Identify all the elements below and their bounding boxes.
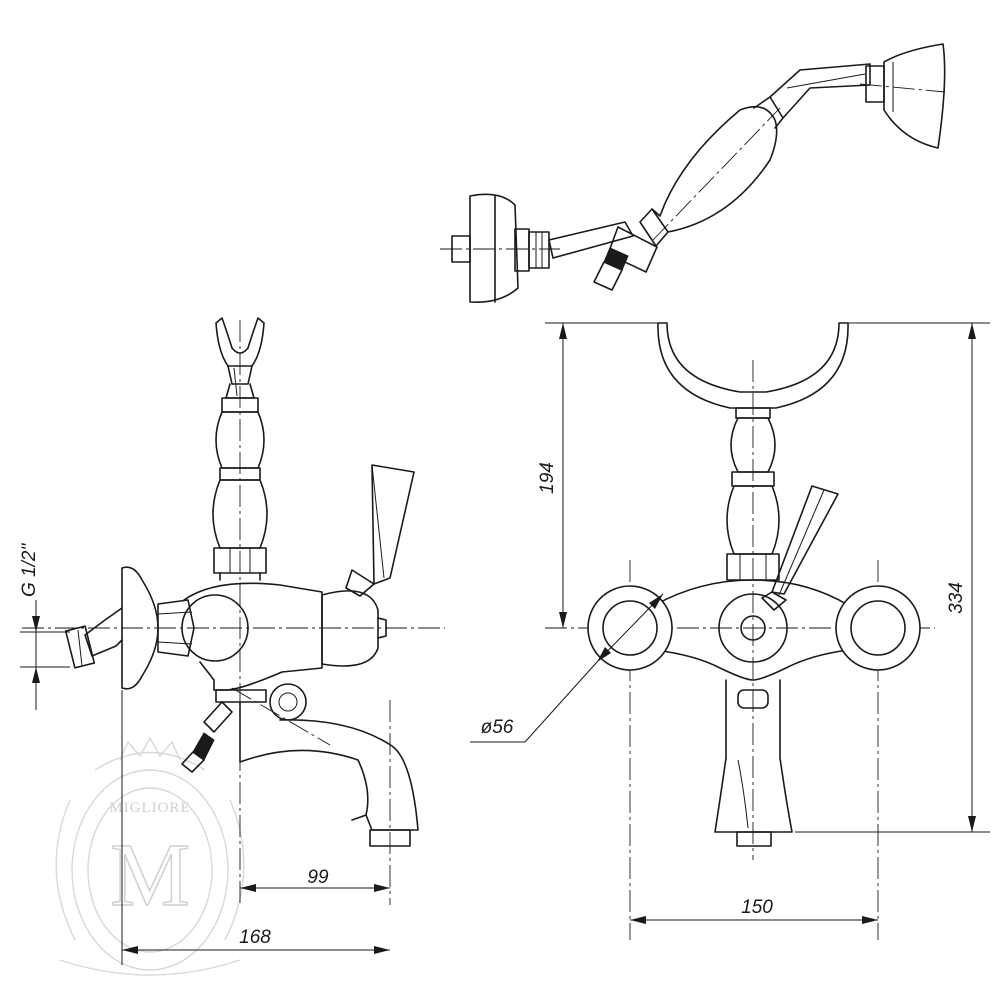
side-view: 99 168 G 1/2"	[19, 317, 445, 965]
dim-overall-height: 334	[946, 582, 967, 614]
watermark-monogram: M	[110, 826, 190, 925]
dim-spout-reach: 99	[307, 867, 329, 888]
dim-holder-height: 194	[537, 462, 558, 494]
dim-overall-depth: 168	[239, 927, 271, 948]
hand-shower-view	[440, 43, 946, 304]
watermark-brand: MIGLIORE	[109, 800, 190, 816]
dim-center-distance: 150	[741, 897, 773, 918]
migliore-watermark-seal: MIGLIORE M	[55, 736, 245, 976]
dim-handle-diameter: ø56	[481, 717, 514, 738]
dim-g-half-inch: G 1/2"	[19, 543, 40, 597]
front-view: ø56 194 334 150	[470, 322, 990, 940]
